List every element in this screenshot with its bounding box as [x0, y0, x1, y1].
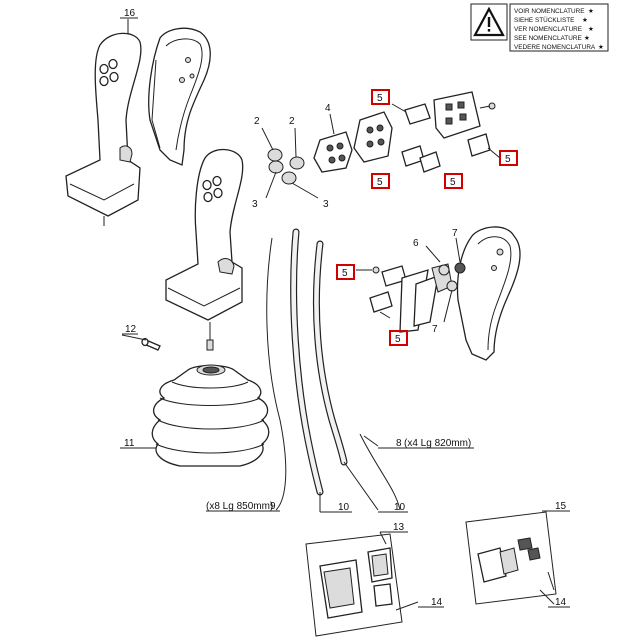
callout-8: 8: [396, 438, 402, 449]
mid-switch-assembly: [356, 237, 466, 333]
callout-16: 16: [124, 8, 136, 19]
callout-6: 6: [413, 238, 419, 249]
star-icon: ★: [588, 26, 594, 33]
connector-group-part-13: [305, 531, 419, 637]
connector-group-part-15: [465, 511, 557, 605]
star-icon: ★: [598, 44, 604, 51]
notice-line-1: VOIR NOMENCLATURE: [514, 8, 585, 15]
handle-half-right: [456, 226, 521, 361]
switch-plate: [353, 111, 393, 163]
warning-triangle-icon: [473, 6, 505, 37]
callout-5f: 5: [395, 334, 401, 345]
rotary-buttons-part-2-3: [261, 127, 319, 199]
callout-7a: 7: [452, 228, 458, 239]
callout-10b: 10: [394, 502, 406, 513]
callout-3a: 3: [252, 199, 258, 210]
notice-line-2: SIEHE STÜCKLISTE: [514, 16, 574, 24]
callout-14a: 14: [431, 597, 443, 608]
callout-15: 15: [555, 501, 567, 512]
cover-plate-part-4: [313, 113, 353, 173]
callout-4: 4: [325, 103, 331, 114]
joystick-grip: [165, 148, 244, 351]
notice-line-5: VEDERE NOMENCLATURA: [514, 44, 596, 51]
notice-line-3: VER NOMENCLATURE: [514, 26, 582, 33]
callout-5e: 5: [342, 268, 348, 279]
callout-labels: 16 2 2 3 3 4 6 7 7 12 11 8 (x4 Lg 820mm)…: [120, 8, 570, 608]
star-icon: ★: [588, 8, 594, 15]
highlighted-callouts-part-5: 5 5 5 5 5 5: [336, 89, 518, 346]
callout-5a: 5: [377, 93, 383, 104]
cable-8-note: (x4 Lg 820mm): [404, 438, 471, 449]
callout-2a: 2: [254, 116, 260, 127]
callout-5d: 5: [505, 154, 511, 165]
nomenclature-notice: VOIR NOMENCLATURE SIEHE STÜCKLISTE VER N…: [470, 3, 609, 52]
handle-shell-part-16: [65, 19, 211, 226]
cable-9-note: (x8 Lg 850mm): [206, 501, 273, 512]
callout-12: 12: [125, 324, 137, 335]
callout-11: 11: [124, 438, 135, 449]
callout-5c: 5: [450, 177, 456, 188]
callout-10a: 10: [338, 502, 350, 513]
circuit-board: [433, 91, 496, 139]
callout-3b: 3: [323, 199, 329, 210]
rubber-boot-part-11: [151, 364, 270, 467]
star-icon: ★: [584, 35, 590, 42]
micro-switches-upper: [391, 103, 501, 173]
callout-2b: 2: [289, 116, 295, 127]
cables-part-9-10: [266, 228, 401, 512]
callout-7b: 7: [432, 324, 438, 335]
callout-14b: 14: [555, 597, 567, 608]
callout-9: 9: [270, 501, 276, 512]
callout-5b: 5: [377, 177, 383, 188]
notice-line-4: SEE NOMENCLATURE: [514, 35, 582, 42]
pin-part-12: [121, 334, 161, 351]
callout-13: 13: [393, 522, 405, 533]
star-icon: ★: [582, 17, 588, 24]
